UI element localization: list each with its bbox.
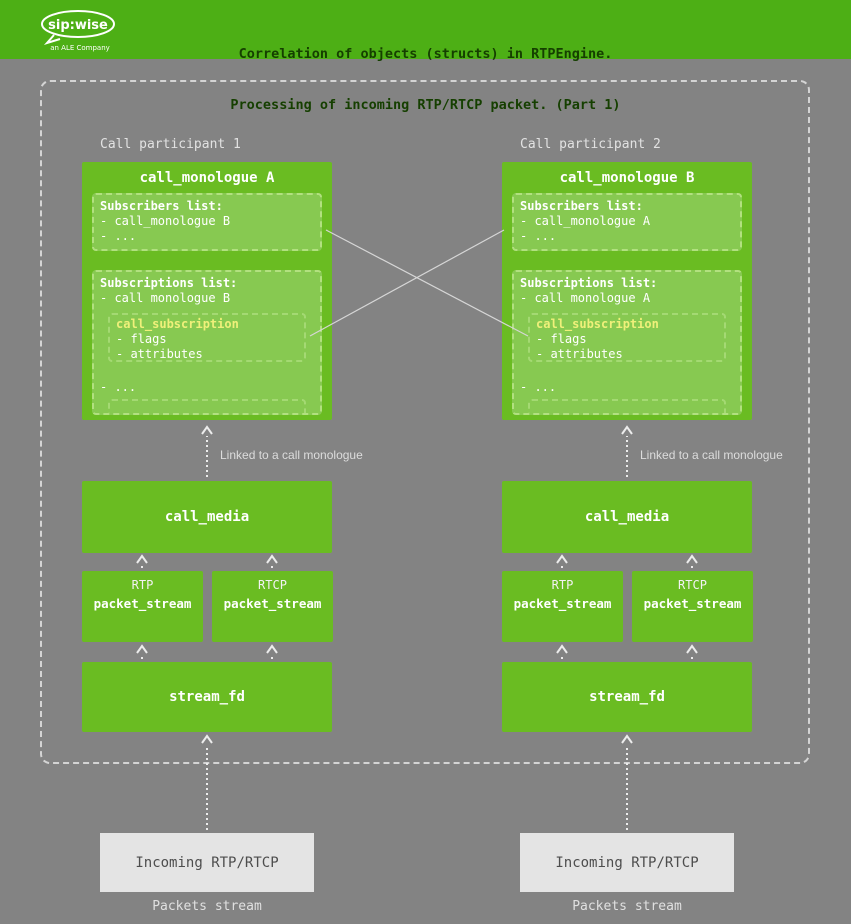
subscribers-item: - call_monologue B xyxy=(100,214,231,228)
page-title: Correlation of objects (structs) in RTPE… xyxy=(0,12,851,148)
subscribers-item: - ... xyxy=(100,229,137,243)
subscribers-list-title: Subscribers list: xyxy=(520,199,643,213)
subscriptions-list-box: Subscriptions list: - call monologue A c… xyxy=(512,270,742,415)
call-monologue-title: call_monologue A xyxy=(139,170,275,186)
packet-stream-label: packet_stream xyxy=(643,596,742,611)
subscribers-list-box: Subscribers list: - call_monologue A - .… xyxy=(512,193,742,251)
subscribers-list-title: Subscribers list: xyxy=(100,199,223,213)
packet-stream-label: packet_stream xyxy=(93,596,192,611)
rtp-label: RTP xyxy=(131,578,154,592)
sipwise-logo: sip:wise an ALE Company xyxy=(28,5,128,59)
subscriptions-list-title: Subscriptions list: xyxy=(520,276,658,290)
call-subscription-title: call_subscription xyxy=(116,317,239,331)
call-subscription-item: - attributes xyxy=(536,347,623,361)
call-subscription-item: - attributes xyxy=(116,347,203,361)
packet-stream-label: packet_stream xyxy=(513,596,612,611)
call-monologue-box: call_monologue A Subscribers list: - cal… xyxy=(82,162,332,420)
participant-2-column: Call participant 2 call_monologue B Subs… xyxy=(502,0,783,924)
incoming-packet-label: Incoming RTP/RTCP xyxy=(555,854,699,871)
stream-fd-box: stream_fd xyxy=(82,662,332,732)
subscriptions-more: - ... xyxy=(520,380,557,394)
logo-text: sip:wise xyxy=(48,18,108,33)
linked-note: Linked to a call monologue xyxy=(640,448,783,462)
call-subscription-box: call_subscription - flags - attributes xyxy=(528,313,726,362)
logo-subtext: an ALE Company xyxy=(50,44,110,52)
rtcp-label: RTCP xyxy=(258,578,287,592)
subscriptions-more: - ... xyxy=(100,380,137,394)
call-media-label: call_media xyxy=(584,509,670,525)
call-subscription-box: call_subscription - flags - attributes xyxy=(108,313,306,362)
subscribers-list-box: Subscribers list: - call_monologue B - .… xyxy=(92,193,322,251)
call-subscription-partial-box xyxy=(108,399,306,413)
stream-fd-box: stream_fd xyxy=(502,662,752,732)
incoming-packet-box: Incoming RTP/RTCP xyxy=(100,833,314,892)
header-bar: sip:wise an ALE Company Correlation of o… xyxy=(0,0,851,113)
incoming-packet-box: Incoming RTP/RTCP xyxy=(520,833,734,892)
rtp-label: RTP xyxy=(551,578,574,592)
stream-fd-label: stream_fd xyxy=(169,689,245,705)
call-subscription-partial-box xyxy=(528,399,726,413)
participant-label: Call participant 2 xyxy=(520,137,661,152)
diagram-frame xyxy=(40,80,810,764)
incoming-packet-label: Incoming RTP/RTCP xyxy=(135,854,279,871)
call-subscription-title: call_subscription xyxy=(536,317,659,331)
participant-1-column: Call participant 1 call_monologue A Subs… xyxy=(82,0,363,924)
call-subscription-item: - flags xyxy=(116,332,167,346)
page-title-line1: Correlation of objects (structs) in RTPE… xyxy=(238,46,613,62)
linked-note: Linked to a call monologue xyxy=(220,448,363,462)
call-subscription-item: - flags xyxy=(536,332,587,346)
subscribers-item: - ... xyxy=(520,229,557,243)
packets-stream-caption: Packets stream xyxy=(152,899,262,914)
subscriptions-list-title: Subscriptions list: xyxy=(100,276,238,290)
call-monologue-title: call_monologue B xyxy=(559,170,695,186)
page-title-line2: Processing of incoming RTP/RTCP packet. … xyxy=(230,97,621,113)
call-media-label: call_media xyxy=(164,509,250,525)
speech-cloud-icon: sip:wise an ALE Company xyxy=(41,10,115,52)
call-monologue-box: call_monologue B Subscribers list: - cal… xyxy=(502,162,752,420)
subscriptions-item: - call monologue B xyxy=(100,291,231,305)
packet-stream-label: packet_stream xyxy=(223,596,322,611)
subscriptions-list-box: Subscriptions list: - call monologue B c… xyxy=(92,270,322,415)
participant-label: Call participant 1 xyxy=(100,137,241,152)
packet-stream-box-rtp: RTP packet_stream xyxy=(82,571,203,642)
packet-stream-box-rtcp: RTCP packet_stream xyxy=(212,571,333,642)
stream-fd-label: stream_fd xyxy=(589,689,665,705)
subscribers-item: - call_monologue A xyxy=(520,214,651,228)
packet-stream-box-rtp: RTP packet_stream xyxy=(502,571,623,642)
packets-stream-caption: Packets stream xyxy=(572,899,682,914)
packet-stream-box-rtcp: RTCP packet_stream xyxy=(632,571,753,642)
subscriptions-item: - call monologue A xyxy=(520,291,651,305)
call-media-box: call_media xyxy=(82,481,332,553)
rtcp-label: RTCP xyxy=(678,578,707,592)
call-media-box: call_media xyxy=(502,481,752,553)
